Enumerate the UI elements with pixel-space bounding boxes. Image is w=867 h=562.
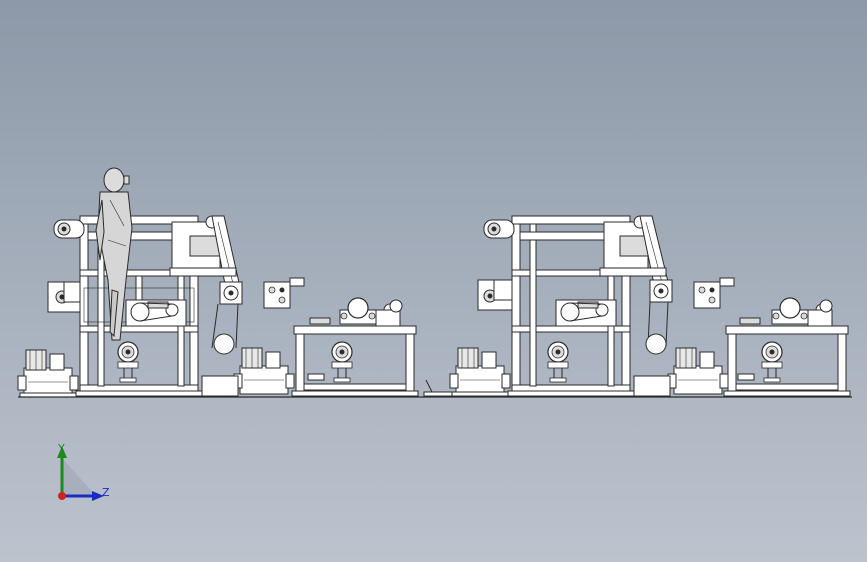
machine-line-left[interactable]: [17, 167, 419, 398]
hydraulic-unit-mid-right[interactable]: [633, 347, 729, 397]
grinding-head-left[interactable]: [125, 299, 187, 327]
origin-dot: [58, 492, 66, 500]
belt-arm-right[interactable]: [599, 215, 673, 355]
belt-arm-left[interactable]: [169, 215, 243, 355]
y-axis-label: Y: [57, 442, 65, 455]
hydraulic-unit-mid-left[interactable]: [201, 347, 295, 397]
machine-line-right[interactable]: [423, 215, 851, 397]
grinding-head-right[interactable]: [555, 299, 617, 327]
operator-figure: [95, 167, 133, 341]
hydraulic-unit-right[interactable]: [449, 347, 511, 397]
pulley-left: [117, 341, 139, 383]
hydraulic-unit-left[interactable]: [17, 349, 79, 398]
station-2-right[interactable]: [693, 277, 851, 397]
reference-triad[interactable]: Y Z: [40, 438, 120, 510]
station-2-left[interactable]: [263, 277, 419, 397]
top-roller-left: [53, 219, 179, 241]
side-bracket-right: [477, 279, 517, 311]
pulley-right: [547, 341, 569, 383]
z-axis-label: Z: [102, 486, 110, 499]
top-roller-right: [483, 219, 609, 241]
